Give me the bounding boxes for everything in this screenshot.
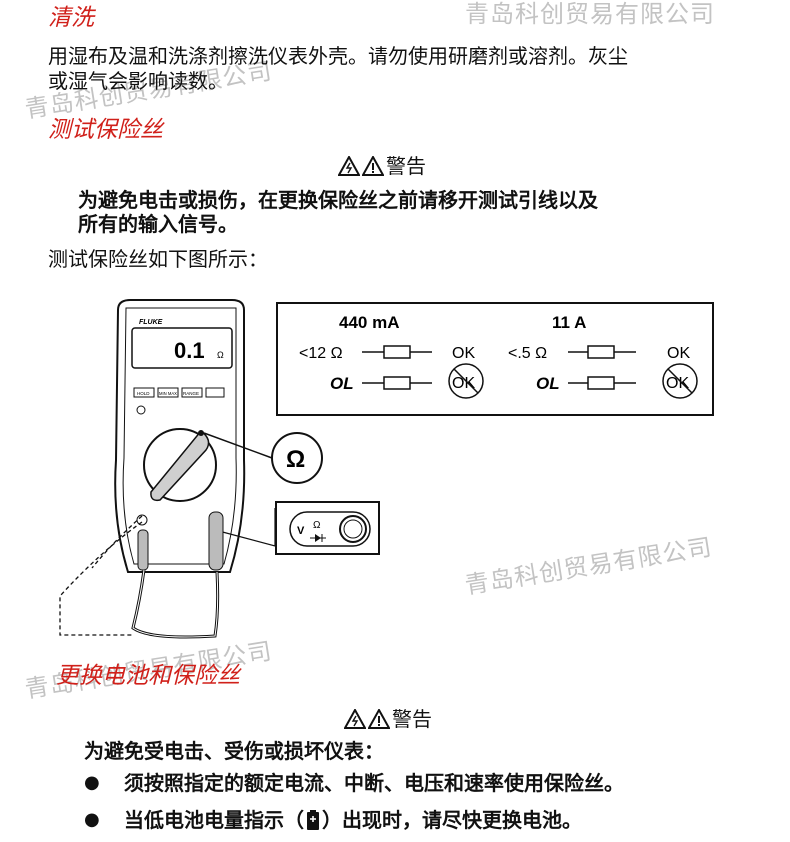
row1-col2-spec: <.5 Ω (508, 345, 547, 362)
fuse-test-warning-line1: 为避免电击或损伤，在更换保险丝之前请移开测试引线以及 (78, 188, 598, 212)
row2-col2-reading: OL (536, 374, 560, 393)
fuse-test-intro: 测试保险丝如下图所示： (48, 247, 268, 271)
replace-heading: 更换电池和保险丝 (56, 663, 240, 689)
table-col1-header: 440 mA (339, 313, 399, 332)
bullet-dot: ● (84, 809, 100, 830)
bullet-2-text-before: 当低电池电量指示（ (124, 808, 304, 832)
open-fuse-icon-row2-col2 (568, 376, 636, 390)
range-button[interactable] (181, 387, 203, 398)
row2-col2-result: OK (666, 375, 689, 392)
row2-col1-result: OK (452, 375, 475, 392)
fuse-test-figure: FLUKE 0.1 Ω HOLD MIN MAX RANGE Ω V Ω (59, 299, 714, 639)
fuse-test-warning-line2: 所有的输入信号。 (78, 212, 238, 236)
brand-logo: FLUKE (139, 319, 163, 326)
not-ok-circle-icon-col2 (662, 363, 698, 399)
electric-shock-warning-icon (344, 709, 366, 729)
replace-warning-label: 警告 (392, 707, 432, 731)
replace-warning-title: 警告 (344, 706, 432, 732)
dial-knob (150, 429, 210, 502)
fuse-test-heading: 测试保险丝 (48, 117, 163, 143)
ohm-callout-circle (271, 432, 323, 484)
cleaning-heading: 清洗 (48, 5, 94, 31)
table-col2-header: 11 A (552, 313, 586, 332)
ohm-callout-label: Ω (286, 446, 305, 473)
bullet-2-text-after: ）出现时，请尽快更换电池。 (322, 808, 582, 832)
row2-col1-reading: OL (330, 374, 354, 393)
meter-display (131, 327, 233, 369)
low-battery-icon (307, 810, 319, 830)
bullet-1-text: 须按照指定的额定电流、中断、电压和速率使用保险丝。 (124, 771, 624, 795)
watermark-top: 青岛科创贸易有限公司 (465, 0, 715, 28)
replace-bullet-2: ● 当低电池电量指示（ ）出现时，请尽快更换电池。 (84, 807, 582, 833)
row1-col1-spec: <12 Ω (299, 345, 343, 362)
caution-warning-icon (362, 156, 384, 176)
hold-button[interactable] (133, 387, 155, 398)
cleaning-text-line1: 用湿布及温和洗涤剂擦洗仪表外壳。请勿使用研磨剂或溶剂。灰尘 (48, 44, 628, 68)
test-lead-solid (131, 569, 220, 639)
test-probe-right (208, 511, 224, 571)
test-lead-dashed (59, 521, 143, 636)
fuse-test-warning-title: 警告 (338, 153, 426, 179)
light-sensor-icon (136, 405, 146, 415)
fuse-test-warning-label: 警告 (386, 154, 426, 178)
fuse-icon-row1-col1 (362, 345, 432, 359)
jack-volt-label: V (297, 525, 305, 537)
display-unit: Ω (217, 350, 224, 360)
range-button-label: RANGE (183, 391, 199, 396)
caution-warning-icon (368, 709, 390, 729)
minmax-button[interactable] (157, 387, 179, 398)
row1-col1-result: OK (452, 345, 475, 362)
bullet-dot: ● (84, 772, 100, 793)
cleaning-text-line2: 或湿气会影响读数。 (48, 69, 228, 93)
minmax-button-label: MIN MAX (159, 391, 177, 396)
hold-button-label: HOLD (137, 391, 150, 396)
electric-shock-warning-icon (338, 156, 360, 176)
fuse-icon-row1-col2 (568, 345, 636, 359)
display-reading: 0.1 (174, 338, 205, 363)
fuse-result-table (276, 302, 714, 416)
backlight-button[interactable] (205, 387, 225, 398)
not-ok-circle-icon-col1 (448, 363, 484, 399)
replace-warning-intro: 为避免受电击、受伤或损坏仪表： (84, 739, 384, 763)
replace-bullet-1: ● 须按照指定的额定电流、中断、电压和速率使用保险丝。 (84, 770, 624, 796)
test-probe-left (137, 529, 149, 571)
jack-ohm-label: Ω (313, 520, 321, 531)
diode-icon (310, 534, 326, 542)
open-fuse-icon-row2-col1 (362, 376, 432, 390)
row1-col2-result: OK (667, 345, 690, 362)
